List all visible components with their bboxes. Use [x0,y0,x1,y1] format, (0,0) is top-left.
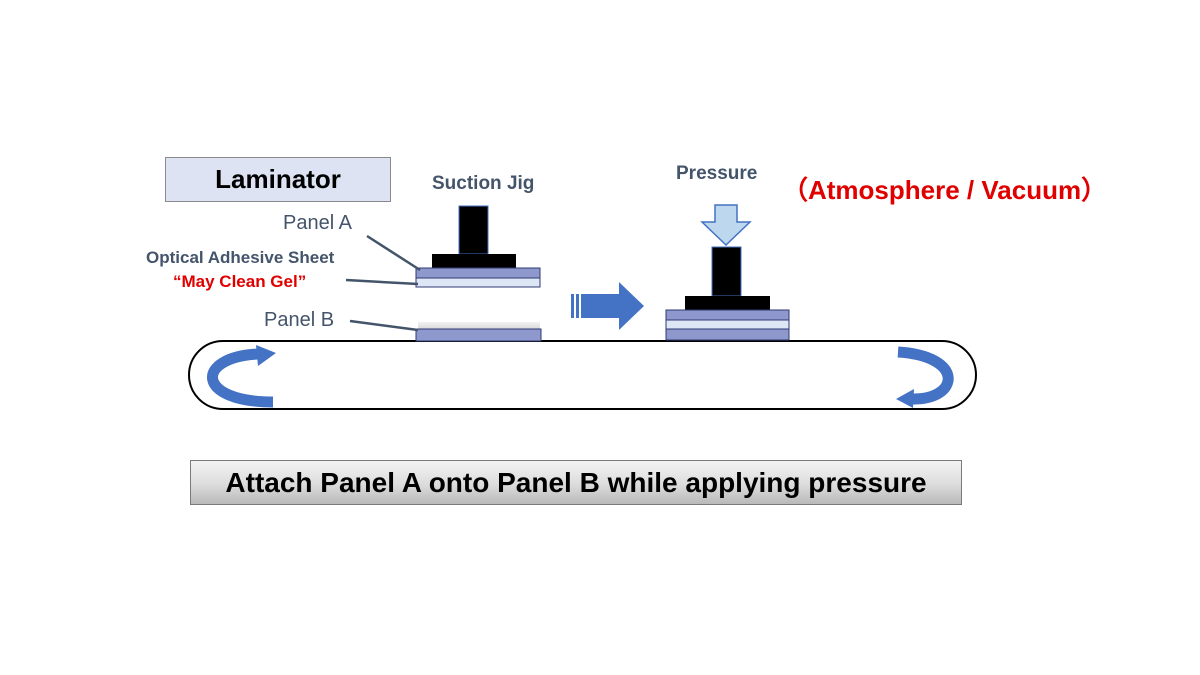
panel-a [415,267,541,279]
process-arrow-icon [571,282,644,330]
suction-jig-stem [458,205,489,255]
belt-rotation-arrow-right [896,346,954,408]
optical-adhesive-sheet-label: Optical Adhesive Sheet [146,248,335,267]
laminated-panel-a [665,309,790,321]
conveyor-belt [188,340,977,410]
panel-b-leader-line [349,319,419,332]
environment-label: （Atmosphere / Vacuum） [782,175,1108,205]
laminator-title-box: Laminator [165,157,391,202]
product-name-label: “May Clean Gel” [173,272,307,291]
pressing-jig-stem [711,246,742,297]
process-caption: Attach Panel A onto Panel B while applyi… [190,460,962,505]
pressing-jig-plate [685,296,770,310]
panel-a-label: Panel A [283,212,352,234]
panel-b [415,328,542,342]
pressure-arrow-icon [700,204,752,247]
adhesive-leader-line [345,278,419,286]
panel-b-label: Panel B [264,309,335,331]
pressure-label: Pressure [676,163,758,184]
laminated-panel-b [665,328,790,341]
suction-jig-label: Suction Jig [432,173,535,194]
panel-a-leader-line [366,234,421,272]
laminated-adhesive [665,319,790,330]
panel-b-surface-film [418,322,540,329]
suction-jig-plate [432,254,516,268]
optical-adhesive-sheet [415,277,541,288]
belt-rotation-arrow-left [207,345,276,408]
